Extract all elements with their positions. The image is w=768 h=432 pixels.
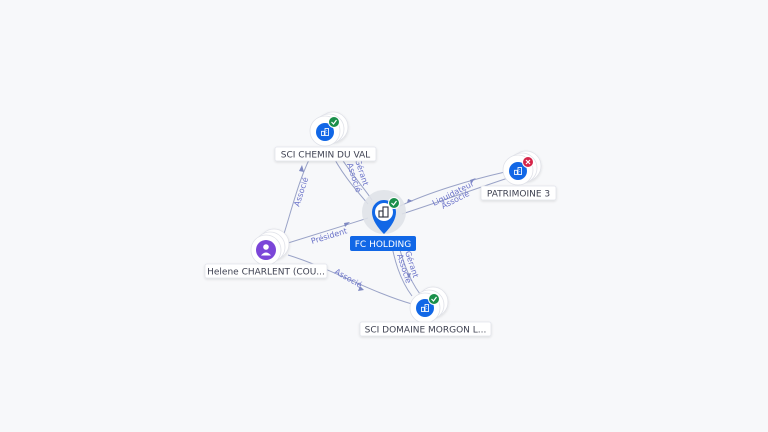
node-sci-chemin-du-val[interactable]: SCI CHEMIN DU VAL [274, 111, 377, 162]
edge-helene-chemin[interactable]: Associé [282, 149, 315, 238]
node-label: FC HOLDING [355, 240, 412, 250]
building-icon [316, 123, 334, 141]
node-fc-holding[interactable]: FC HOLDING [350, 190, 416, 251]
person-icon [256, 240, 276, 260]
inactive-cross-icon [522, 156, 534, 168]
edge-label-associe: Associé [291, 176, 310, 208]
node-patrimoine-3[interactable]: PATRIMOINE 3 [480, 150, 557, 201]
edge-label-president: Président [310, 225, 349, 245]
node-label: Helene CHARLENT (COU... [207, 268, 325, 278]
active-check-icon [328, 116, 340, 128]
node-label: SCI CHEMIN DU VAL [281, 151, 370, 161]
node-label: PATRIMOINE 3 [487, 190, 550, 200]
node-label: SCI DOMAINE MORGON L... [365, 326, 487, 336]
node-helene-charlent[interactable]: Helene CHARLENT (COU... [204, 228, 328, 279]
active-check-icon [388, 197, 400, 209]
active-check-icon [428, 293, 440, 305]
edge-label-associe: Associé [333, 266, 364, 290]
building-icon [378, 206, 389, 218]
edge-helene-morgon[interactable]: Associé [287, 254, 413, 305]
building-icon [416, 299, 434, 317]
building-icon [509, 162, 527, 180]
node-sci-domaine-morgon[interactable]: SCI DOMAINE MORGON L... [359, 286, 492, 337]
